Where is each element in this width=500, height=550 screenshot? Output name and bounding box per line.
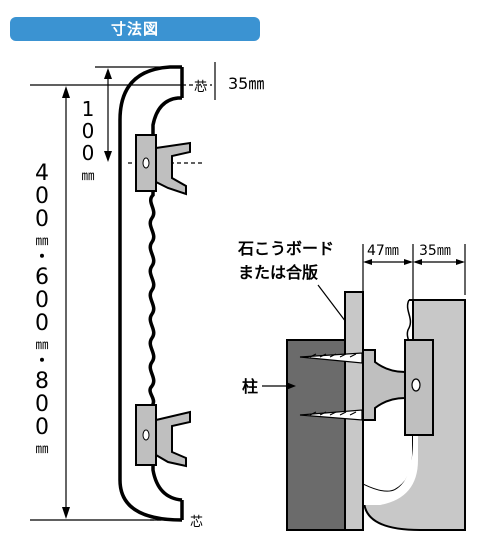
svg-text:㎜: ㎜: [81, 169, 94, 184]
pillar-label: 柱: [242, 377, 258, 396]
offset-35-label: 35㎜: [228, 74, 264, 93]
center-mark-bottom: 芯: [190, 515, 203, 530]
svg-text:0: 0: [35, 392, 49, 417]
screw-lower: [299, 409, 363, 421]
svg-text:0: 0: [35, 184, 49, 209]
svg-text:㎜: ㎜: [35, 442, 48, 457]
svg-text:0: 0: [35, 288, 49, 313]
dim-35-arrow-left: [413, 259, 422, 265]
dim-47-arrow-right: [404, 259, 413, 265]
board-label: 石こうボード: [237, 239, 334, 258]
svg-text:0: 0: [82, 141, 95, 165]
spacing-arrow-bottom: [104, 151, 112, 162]
top-spacing-label: 1 0 0 ㎜: [81, 97, 94, 184]
length-arrow-top: [62, 86, 70, 98]
screw-upper: [299, 352, 363, 364]
svg-text:・: ・: [34, 247, 50, 266]
svg-text:8: 8: [35, 369, 49, 394]
pillar-leader-arrow: [286, 382, 296, 390]
dim-47-arrow-left: [363, 259, 372, 265]
svg-text:・: ・: [34, 351, 50, 370]
svg-text:0: 0: [35, 415, 49, 440]
svg-text:4: 4: [35, 161, 49, 186]
svg-text:0: 0: [35, 207, 49, 232]
upper-bracket: [135, 134, 191, 196]
center-mark-top: 芯: [194, 80, 207, 95]
header-badge: 寸法図: [10, 17, 260, 41]
handrail-inner-edge: [148, 96, 183, 502]
pillar: [286, 339, 348, 531]
svg-text:㎜: ㎜: [35, 338, 48, 353]
svg-text:㎜: ㎜: [35, 234, 48, 249]
board-alt-label: または合版: [238, 263, 318, 282]
handrail-outer-edge: [118, 65, 183, 522]
wall-bracket: [362, 339, 434, 436]
length-label: 4 0 0 ㎜ ・ 6 0 0 ㎜ ・ 8 0 0 ㎜: [34, 161, 50, 457]
header-title: 寸法図: [110, 20, 159, 38]
svg-text:0: 0: [35, 311, 49, 336]
spacing-arrow-top: [104, 68, 112, 79]
svg-text:6: 6: [35, 265, 49, 290]
svg-text:1: 1: [82, 97, 95, 121]
handrail-gap: [364, 425, 418, 505]
dim-35-label: 35㎜: [419, 243, 451, 259]
length-arrow-bottom: [62, 507, 70, 519]
lower-bracket: [135, 404, 191, 468]
dim-47-label: 47㎜: [367, 243, 399, 259]
svg-text:0: 0: [82, 119, 95, 143]
dim-35-arrow-right: [456, 259, 465, 265]
